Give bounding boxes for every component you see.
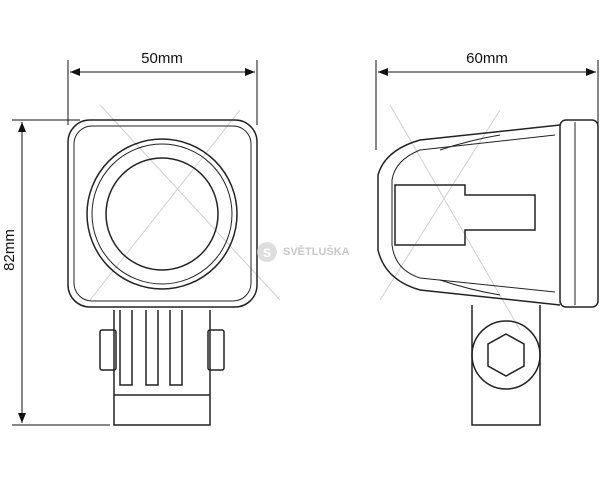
width-front-label: 50mm	[141, 50, 183, 67]
svg-text:S: S	[263, 246, 271, 260]
side-view	[377, 119, 599, 426]
height-label: 82mm	[1, 229, 18, 271]
front-view	[67, 119, 258, 426]
width-side-label: 60mm	[466, 50, 508, 67]
watermark-text: SVĚTLUŠKA	[283, 245, 350, 258]
dimension-lines	[12, 60, 599, 426]
watermark-logo: S SVĚTLUŠKA	[257, 242, 350, 262]
